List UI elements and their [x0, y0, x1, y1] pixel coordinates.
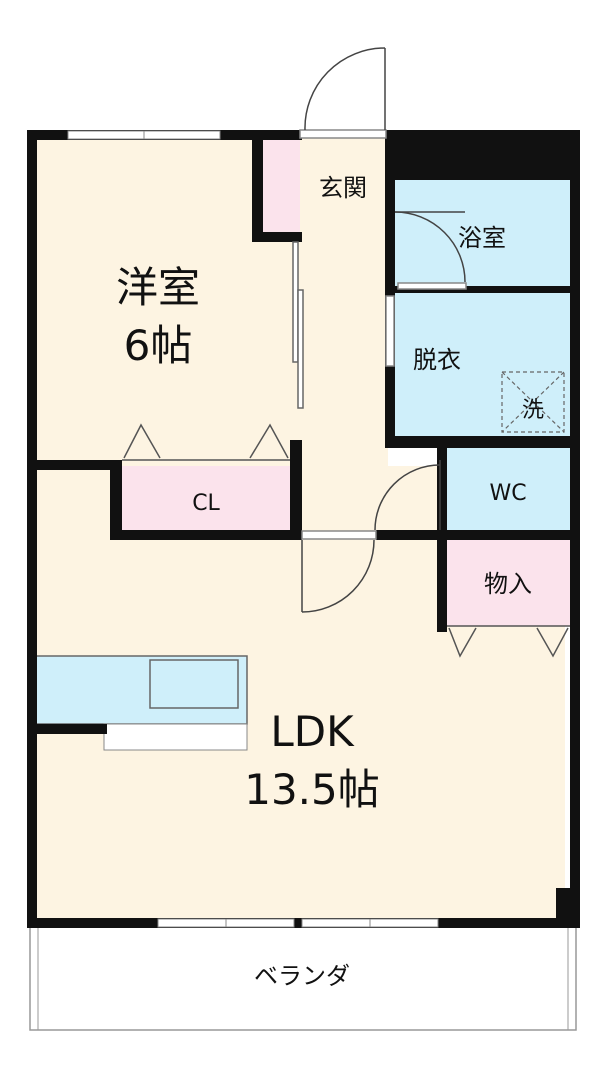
western-room-floor [35, 138, 263, 466]
storage-label: 物入 [484, 570, 532, 598]
ldk-size: 13.5帖 [244, 765, 380, 814]
washer-space [501, 371, 565, 433]
western-room-name: 洋室 [116, 263, 200, 312]
bath-label: 浴室 [458, 224, 506, 252]
closet-floor [120, 466, 292, 532]
entrance-floor [300, 138, 388, 238]
windows [67, 130, 439, 928]
veranda-label: ベランダ [254, 962, 350, 990]
dressing-floor [395, 292, 570, 436]
dressing-label: 脱衣 [413, 346, 461, 374]
closet-doors [122, 423, 570, 658]
kitchen-counter [34, 655, 248, 751]
veranda [29, 925, 577, 1031]
ldk-name: LDK [270, 707, 355, 756]
sliding-door-western-room [292, 241, 304, 409]
closet-label: CL [192, 491, 220, 516]
labels: 洋室 6帖 玄関 浴室 脱衣 洗 WC 物入 CL LDK 13.5帖 ベランダ [116, 174, 544, 990]
wc-label: WC [489, 481, 526, 506]
wc-floor [445, 448, 570, 532]
doors [299, 47, 467, 613]
bath-floor [395, 180, 570, 288]
entrance-label: 玄関 [319, 174, 367, 202]
laundry-label: 洗 [522, 398, 544, 423]
counter-front [103, 723, 248, 751]
western-room-size: 6帖 [124, 321, 193, 370]
storage-floor [445, 540, 570, 626]
shoe-box [263, 138, 300, 238]
sink [149, 659, 239, 709]
